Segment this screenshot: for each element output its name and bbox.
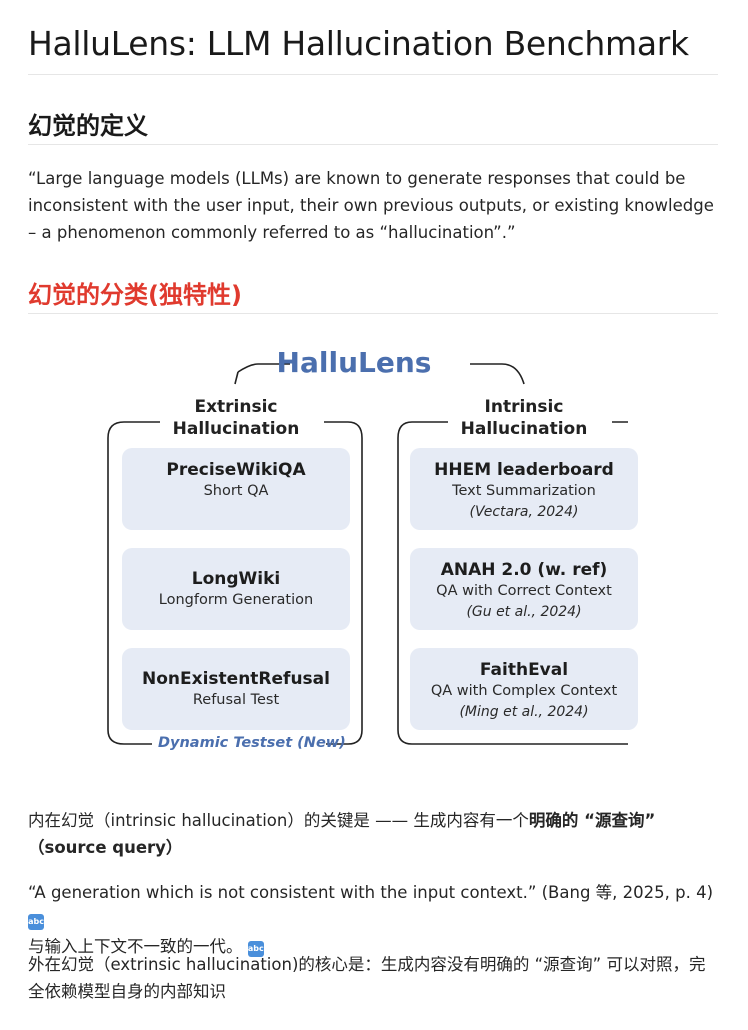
benchmark-name: NonExistentRefusal — [142, 669, 330, 689]
intrinsic-quote: “A generation which is not consistent wi… — [28, 879, 718, 960]
intrinsic-quote-translation: 与输入上下文不一致的一代。 — [28, 937, 243, 956]
taxonomy-divider — [28, 313, 718, 314]
benchmark-citation: (Gu et al., 2024) — [466, 604, 582, 620]
definition-heading: 幻觉的定义 — [28, 112, 148, 140]
intrinsic-note-bold: 明确的 “源查询” （source query） — [28, 811, 656, 857]
intrinsic-quote-text: “A generation which is not consistent wi… — [28, 883, 714, 902]
taxonomy-heading: 幻觉的分类(独特性) — [28, 281, 242, 309]
benchmark-card: ANAH 2.0 (w. ref) QA with Correct Contex… — [410, 548, 638, 630]
translate-icon[interactable]: abc — [28, 914, 44, 930]
hallulens-figure: HalluLens Extrinsic Hallucination Intrin… — [80, 340, 638, 755]
benchmark-card: NonExistentRefusal Refusal Test — [122, 648, 350, 730]
page-title: HalluLens: LLM Hallucination Benchmark — [28, 24, 689, 63]
benchmark-card: LongWiki Longform Generation — [122, 548, 350, 630]
intrinsic-note-prefix: 内在幻觉（intrinsic hallucination）的关键是 —— 生成内… — [28, 811, 529, 830]
intrinsic-title-line1: Intrinsic — [484, 397, 564, 417]
definition-divider — [28, 144, 718, 145]
intrinsic-column-title: Intrinsic Hallucination — [444, 396, 604, 440]
benchmark-citation: (Vectara, 2024) — [469, 504, 579, 520]
extrinsic-note: 外在幻觉（extrinsic hallucination)的核心是：生成内容没有… — [28, 955, 706, 1001]
benchmark-name: PreciseWikiQA — [166, 460, 306, 480]
benchmark-task: QA with Correct Context — [436, 583, 612, 599]
translate-icon[interactable]: abc — [247, 941, 264, 957]
figure-title: HalluLens — [276, 346, 432, 379]
benchmark-name: LongWiki — [191, 569, 281, 589]
benchmark-citation: (Ming et al., 2024) — [459, 704, 589, 720]
benchmark-name: FaithEval — [479, 660, 569, 680]
benchmark-task: Refusal Test — [192, 692, 280, 708]
extrinsic-title-line1: Extrinsic — [194, 397, 278, 417]
benchmark-task: QA with Complex Context — [430, 683, 618, 699]
benchmark-task: Longform Generation — [158, 592, 314, 608]
benchmark-name: HHEM leaderboard — [434, 460, 614, 480]
dynamic-testset-label: Dynamic Testset (New) — [158, 735, 346, 751]
benchmark-card: PreciseWikiQA Short QA — [122, 448, 350, 530]
intrinsic-title-line2: Hallucination — [460, 419, 588, 439]
title-divider — [28, 74, 718, 75]
intrinsic-note: 内在幻觉（intrinsic hallucination）的关键是 —— 生成内… — [28, 807, 718, 861]
benchmark-task: Short QA — [203, 483, 269, 499]
extrinsic-column-title: Extrinsic Hallucination — [156, 396, 316, 440]
benchmark-card: FaithEval QA with Complex Context (Ming … — [410, 648, 638, 730]
benchmark-name: ANAH 2.0 (w. ref) — [440, 560, 608, 580]
figure-frame — [107, 363, 628, 745]
extrinsic-title-line2: Hallucination — [172, 419, 300, 439]
definition-quote: “Large language models (LLMs) are known … — [28, 169, 714, 242]
benchmark-card: HHEM leaderboard Text Summarization (Vec… — [410, 448, 638, 530]
benchmark-task: Text Summarization — [452, 483, 596, 499]
